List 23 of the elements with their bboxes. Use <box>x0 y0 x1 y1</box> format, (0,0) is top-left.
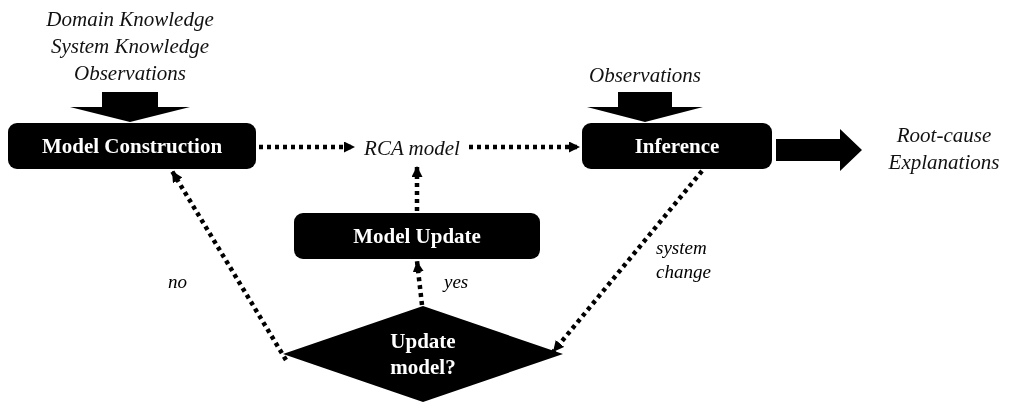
block-arrow <box>70 92 190 122</box>
arrow <box>412 260 425 306</box>
node-text: Observations <box>74 59 186 87</box>
node-text: Model Update <box>353 223 481 249</box>
block-arrow <box>776 129 862 171</box>
process-box <box>294 213 540 259</box>
decision-text: Update model? <box>389 328 457 380</box>
process-box <box>582 123 772 169</box>
node-text: Inference <box>634 133 720 159</box>
node-text: System Knowledge <box>50 32 210 60</box>
node-text: Model Construction <box>41 133 223 159</box>
node-text: RCA model <box>364 134 460 162</box>
process-box <box>8 123 256 169</box>
arrow <box>551 169 704 354</box>
node-text: Observations <box>589 61 701 89</box>
node-text: Root-cause Explanations <box>887 122 1001 176</box>
decision-diamond <box>283 306 563 402</box>
node-text: Domain Knowledge <box>46 5 214 33</box>
arrow <box>170 169 288 362</box>
arrow <box>469 141 580 153</box>
block-arrow <box>587 92 703 122</box>
arrow <box>411 166 423 211</box>
arrow <box>259 141 355 153</box>
